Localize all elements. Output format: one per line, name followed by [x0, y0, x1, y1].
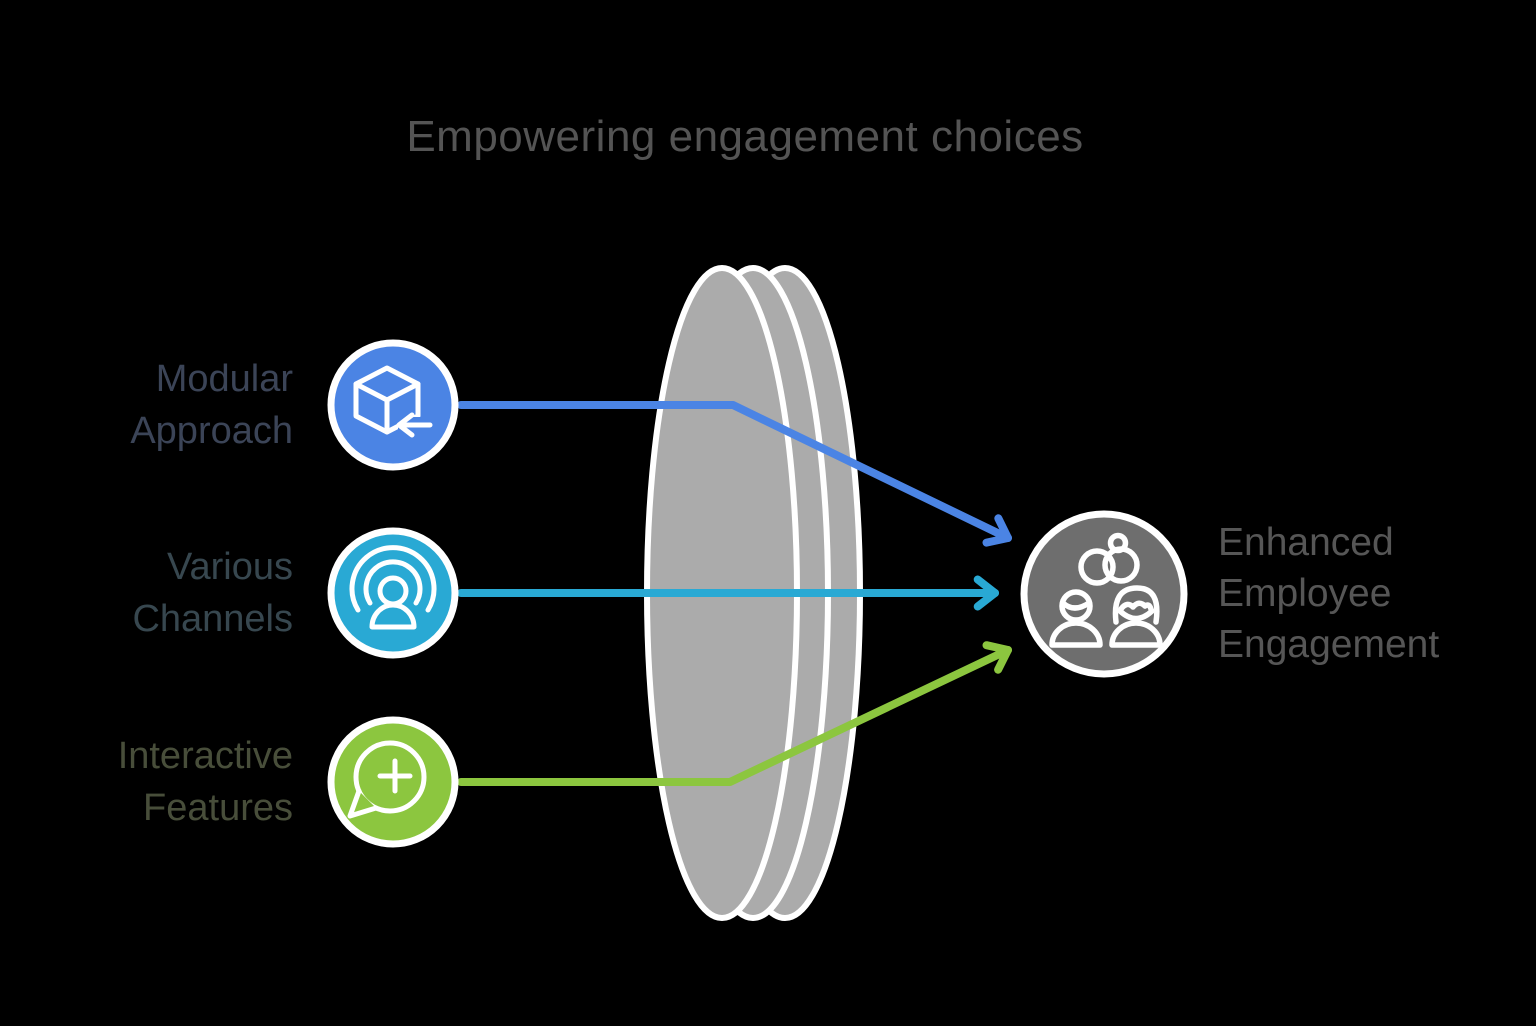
arrow-features-to-engagement [457, 641, 1012, 786]
modular-approach-circle [327, 339, 459, 471]
label-line: Various [166, 546, 293, 588]
label-modular-approach: Modular Approach [130, 353, 293, 457]
cube-import-icon [353, 365, 433, 438]
various-channels-node [327, 527, 459, 659]
ring-right [1102, 546, 1140, 584]
engagement-circle [1020, 510, 1188, 678]
arrow-head-icon [982, 514, 1012, 547]
label-interactive-features: Interactive Features [118, 730, 293, 834]
broadcast-person-icon [349, 545, 437, 630]
arrow-line [457, 401, 1012, 542]
arrow-modular-to-engagement [457, 401, 1012, 547]
label-line: Engagement [1218, 623, 1440, 666]
diagram-title: Empowering engagement choices [406, 112, 1084, 161]
arrow-channels-to-engagement [457, 575, 999, 611]
interactive-features-node [327, 716, 459, 848]
woman-chin [1117, 608, 1155, 622]
arrow-head-icon [982, 641, 1012, 674]
arrow-line [457, 646, 1012, 786]
woman-fringe [1118, 600, 1154, 612]
man-hair [1060, 600, 1092, 611]
label-various-channels: Various Channels [132, 541, 293, 645]
label-line: Modular [155, 358, 293, 400]
label-line: Features [143, 787, 293, 829]
chat-plus-icon [347, 740, 427, 819]
modular-approach-node [327, 339, 459, 471]
woman-hair [1112, 585, 1160, 625]
label-line: Interactive [117, 735, 293, 777]
woman-shoulders [1109, 620, 1163, 648]
engagement-couple-icon [1049, 532, 1163, 648]
label-line: Channels [132, 598, 293, 640]
man-shoulders [1049, 620, 1103, 648]
label-enhanced-employee-engagement: Enhanced Employee Engagement [1218, 517, 1439, 670]
label-line: Employee [1218, 572, 1392, 615]
engagement-node [1020, 510, 1188, 678]
man-head [1059, 589, 1093, 623]
label-line: Approach [130, 410, 293, 452]
arrow-head-icon [973, 575, 999, 611]
ring-left [1078, 548, 1116, 586]
label-line: Enhanced [1218, 521, 1394, 564]
